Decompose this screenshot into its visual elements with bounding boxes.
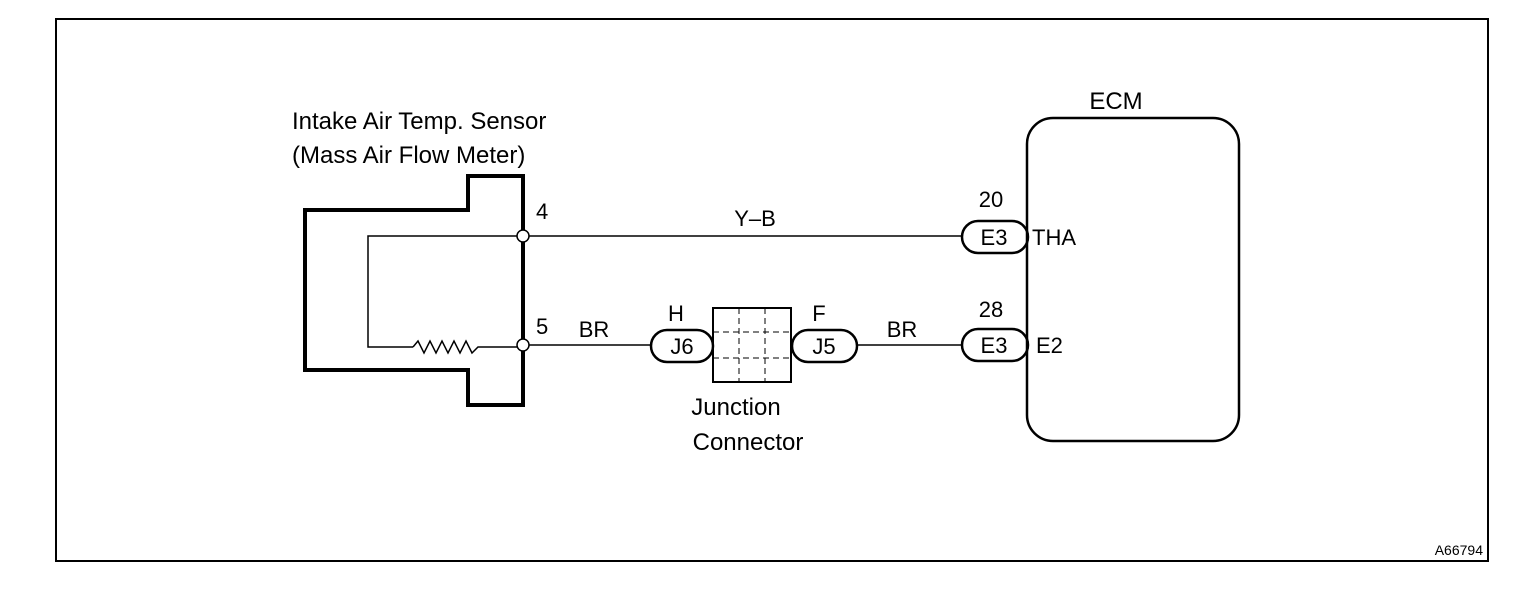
- connector-j5: [790, 328, 859, 364]
- junction-label-line2: Connector: [693, 429, 804, 456]
- connector-j5-label: J5: [812, 334, 835, 359]
- wire-y-b-label: Y–B: [734, 206, 776, 231]
- ecm-box: [1025, 116, 1241, 443]
- sensor-title-line1: Intake Air Temp. Sensor: [292, 108, 546, 135]
- junction-pin-f-label: F: [812, 301, 825, 326]
- connector-e3-tha-label: E3: [981, 225, 1008, 250]
- sensor-pin-4-label: 4: [536, 199, 548, 224]
- connector-j6-label: J6: [670, 334, 693, 359]
- ecm-signal-tha-label: THA: [1032, 225, 1076, 250]
- junction-connector-block: [712, 307, 792, 383]
- ecm-title: ECM: [1089, 88, 1142, 115]
- junction-label-line1: Junction: [691, 394, 780, 421]
- sensor-pin-5-label: 5: [536, 314, 548, 339]
- wire-br-left-label: BR: [579, 317, 610, 342]
- connector-e3-e2-label: E3: [981, 333, 1008, 358]
- sensor-internal-wire: [367, 235, 523, 348]
- figure-code: A66794: [1435, 542, 1483, 558]
- ecm-pin-20-label: 20: [979, 187, 1003, 212]
- ecm-signal-e2-label: E2: [1036, 333, 1063, 358]
- ecm-pin-28-label: 28: [979, 297, 1003, 322]
- junction-pin-h-label: H: [668, 301, 684, 326]
- connector-j6: [649, 328, 715, 364]
- sensor-terminal-5: [516, 338, 530, 352]
- wire-br-right-label: BR: [887, 317, 918, 342]
- thermistor-resistor-icon: [412, 339, 523, 355]
- diagram-frame: [55, 18, 1489, 562]
- sensor-title-line2: (Mass Air Flow Meter): [292, 142, 525, 169]
- sensor-terminal-4: [516, 229, 530, 243]
- sensor-body: [303, 174, 525, 407]
